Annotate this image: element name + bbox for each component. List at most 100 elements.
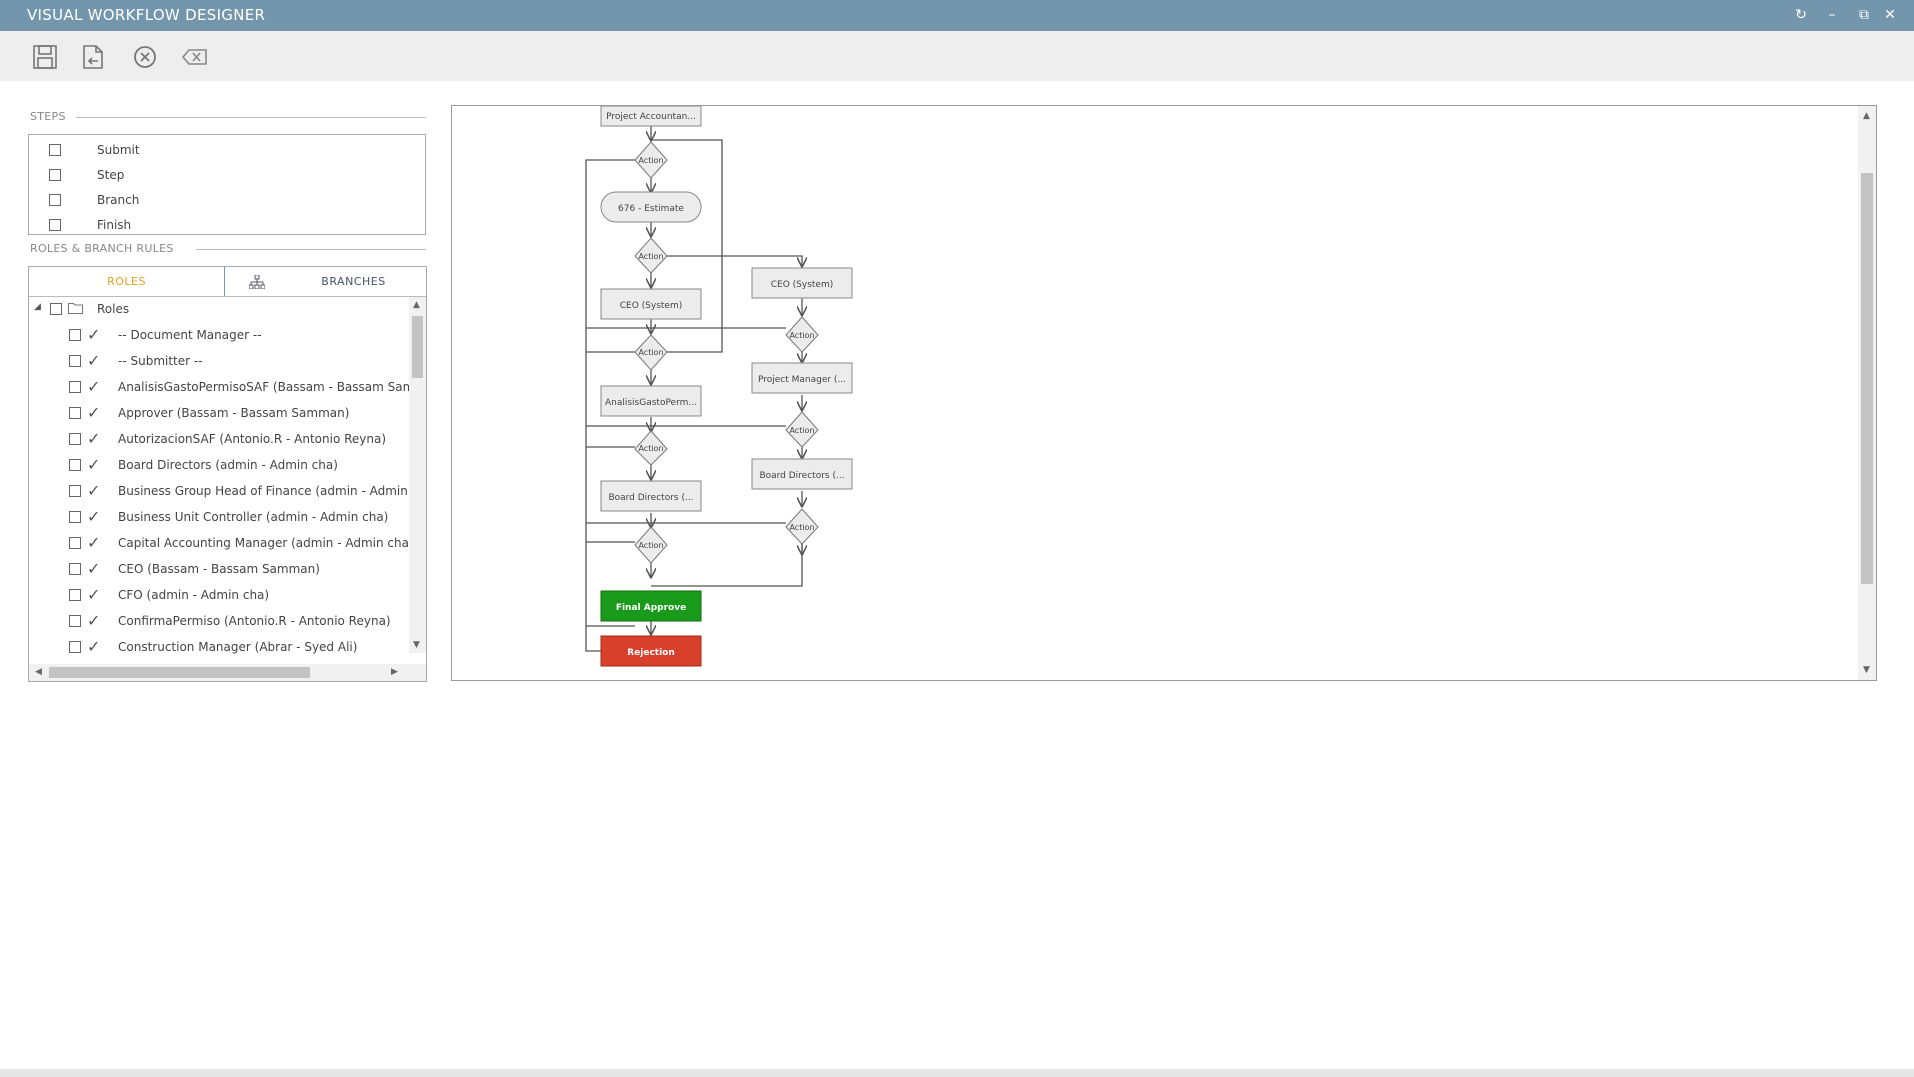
checkmark-icon: ✓ — [87, 585, 101, 604]
checkmark-icon: ✓ — [87, 455, 101, 474]
scroll-thumb[interactable] — [49, 667, 310, 678]
roles-section-label: ROLES & BRANCH RULES — [30, 242, 174, 255]
checkbox[interactable] — [69, 329, 81, 341]
node-estimate[interactable] — [600, 191, 702, 223]
steps-divider — [76, 117, 426, 118]
node-ceo-left[interactable] — [600, 288, 702, 320]
action-diamond[interactable] — [634, 430, 668, 466]
action-diamond[interactable] — [634, 334, 668, 371]
action-diamond[interactable] — [634, 237, 668, 274]
action-label: Action — [638, 252, 663, 261]
action-diamond[interactable] — [785, 508, 819, 545]
checkbox[interactable] — [69, 537, 81, 549]
save-icon — [33, 45, 57, 69]
restore-icon[interactable]: ⧉ — [1859, 7, 1869, 23]
scroll-left-icon[interactable]: ◀ — [35, 667, 42, 677]
scroll-down-icon[interactable]: ▼ — [413, 640, 420, 650]
checkbox[interactable] — [69, 355, 81, 367]
workflow-canvas[interactable]: Project Accountan... Action 676 - Estima… — [451, 105, 1877, 681]
checkbox[interactable] — [50, 303, 62, 315]
export-button[interactable] — [78, 43, 108, 71]
action-label: Action — [638, 348, 663, 357]
checkbox[interactable] — [49, 144, 61, 156]
checkbox[interactable] — [69, 641, 81, 653]
action-diamond[interactable] — [785, 316, 819, 353]
collapse-icon[interactable]: ◢ — [34, 302, 41, 312]
node-label: AnalisisGastoPerm... — [605, 398, 697, 408]
node-label: CEO (System) — [771, 280, 834, 290]
action-diamond[interactable] — [785, 411, 819, 448]
action-diamond[interactable] — [634, 141, 668, 179]
cancel-button[interactable] — [130, 43, 160, 71]
tree-root[interactable]: ◢ Roles — [34, 302, 130, 316]
scroll-up-icon[interactable]: ▲ — [1863, 111, 1870, 121]
node-label: Board Directors (... — [608, 493, 693, 503]
checkbox[interactable] — [69, 433, 81, 445]
node-label: 676 - Estimate — [618, 204, 684, 214]
node-project-manager[interactable] — [751, 362, 853, 394]
steps-list: Submit Step Branch Finish — [28, 134, 426, 235]
node-label: Project Manager (... — [758, 375, 846, 385]
node-project-accountant[interactable] — [600, 106, 702, 127]
checkbox[interactable] — [49, 169, 61, 181]
canvas-vertical-scrollbar[interactable]: ▲ ▼ — [1858, 106, 1876, 680]
action-label: Action — [789, 523, 814, 532]
tab-branches-label: BRANCHES — [321, 275, 386, 288]
checkbox[interactable] — [69, 563, 81, 575]
node-label: Final Approve — [616, 603, 686, 613]
node-label: Rejection — [627, 648, 675, 658]
clear-button[interactable] — [180, 43, 210, 71]
checkbox[interactable] — [69, 381, 81, 393]
checkmark-icon: ✓ — [87, 325, 101, 344]
checkmark-icon: ✓ — [87, 351, 101, 370]
action-label: Action — [638, 541, 663, 550]
action-label: Action — [789, 426, 814, 435]
title-bar: VISUAL WORKFLOW DESIGNER ↻ – ⧉ ✕ — [0, 0, 1914, 31]
tab-branches[interactable]: BRANCHES — [225, 267, 426, 296]
save-button[interactable] — [30, 43, 60, 71]
node-label: CEO (System) — [620, 301, 683, 311]
roles-tabs: ROLES BRANCHES — [29, 267, 426, 297]
node-final-approve[interactable] — [600, 590, 702, 622]
node-board-right[interactable] — [751, 458, 853, 490]
checkbox[interactable] — [49, 219, 61, 231]
scroll-thumb[interactable] — [412, 316, 423, 378]
refresh-icon[interactable]: ↻ — [1795, 7, 1807, 23]
checkmark-icon: ✓ — [87, 533, 101, 552]
checkmark-icon: ✓ — [87, 637, 101, 656]
scroll-up-icon[interactable]: ▲ — [413, 300, 420, 310]
checkbox[interactable] — [49, 194, 61, 206]
checkmark-icon: ✓ — [87, 481, 101, 500]
checkbox[interactable] — [69, 407, 81, 419]
node-board-left[interactable] — [600, 480, 702, 512]
hierarchy-icon — [249, 275, 265, 289]
close-icon[interactable]: ✕ — [1884, 7, 1896, 23]
scroll-right-icon[interactable]: ▶ — [391, 667, 398, 677]
checkbox[interactable] — [69, 615, 81, 627]
checkbox[interactable] — [69, 589, 81, 601]
tab-roles[interactable]: ROLES — [29, 267, 225, 296]
roles-horizontal-scrollbar[interactable]: ◀ ▶ — [29, 664, 426, 681]
node-label: Project Accountan... — [606, 112, 696, 122]
node-rejection[interactable] — [600, 635, 702, 667]
connectors — [585, 126, 802, 651]
checkmark-icon: ✓ — [87, 429, 101, 448]
node-analisis[interactable] — [600, 385, 702, 417]
node-ceo-right[interactable] — [751, 267, 853, 299]
steps-section-label: STEPS — [30, 110, 66, 123]
checkmark-icon: ✓ — [87, 611, 101, 630]
checkbox[interactable] — [69, 485, 81, 497]
scroll-down-icon[interactable]: ▼ — [1863, 665, 1870, 675]
export-file-icon — [83, 45, 103, 69]
checkbox[interactable] — [69, 459, 81, 471]
checkmark-icon: ✓ — [87, 377, 101, 396]
roles-panel: ROLES BRANCHES ◢ Roles ✓-- Document Mana… — [28, 266, 427, 682]
checkbox[interactable] — [69, 511, 81, 523]
folder-icon — [68, 303, 83, 314]
minimize-icon[interactable]: – — [1828, 7, 1836, 23]
backspace-clear-icon — [181, 49, 207, 65]
window-title: VISUAL WORKFLOW DESIGNER — [27, 6, 266, 24]
scroll-thumb[interactable] — [1861, 173, 1873, 584]
roles-vertical-scrollbar[interactable]: ▲ ▼ — [409, 297, 426, 653]
action-diamond[interactable] — [634, 526, 668, 564]
